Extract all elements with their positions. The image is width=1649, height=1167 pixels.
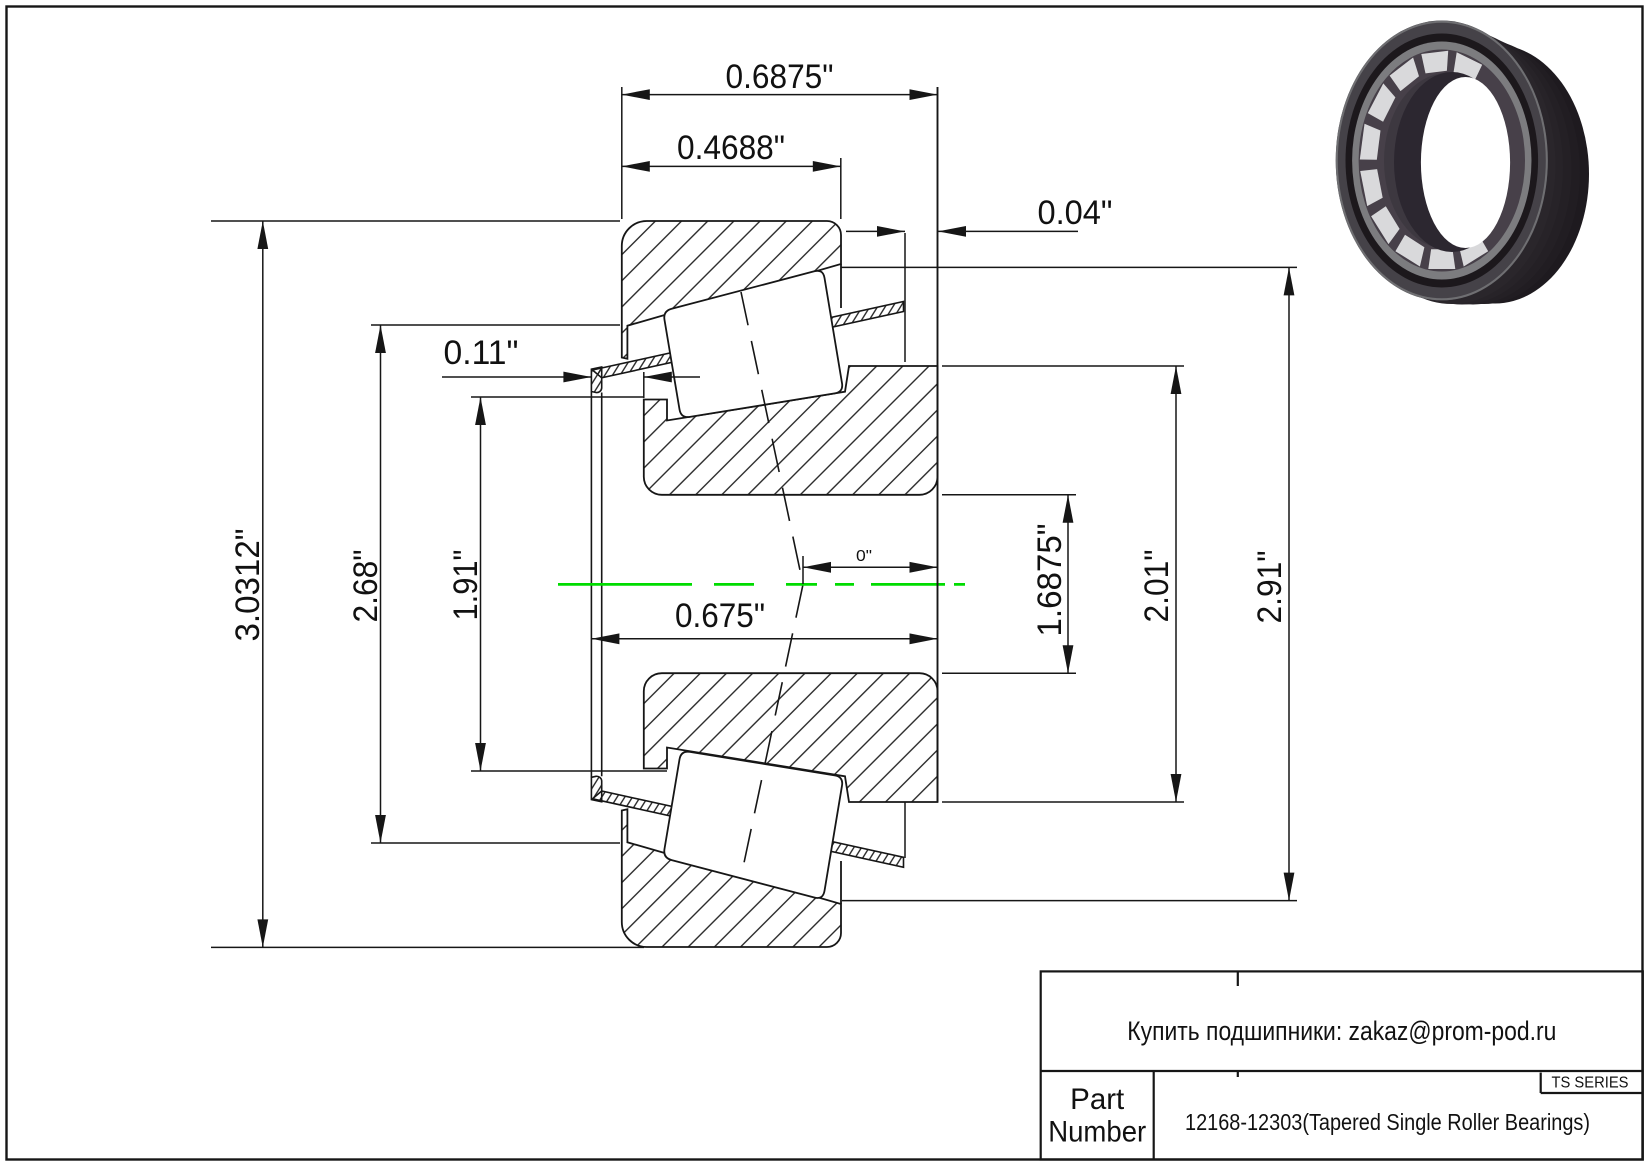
svg-text:12168-12303(Tapered Single Rol: 12168-12303(Tapered Single Roller Bearin… <box>1185 1109 1590 1135</box>
svg-text:0": 0" <box>856 548 872 565</box>
svg-text:TS SERIES: TS SERIES <box>1552 1074 1629 1091</box>
svg-text:2.01": 2.01" <box>1138 550 1176 623</box>
svg-text:0.11": 0.11" <box>444 334 519 372</box>
svg-text:3.0312": 3.0312" <box>229 529 267 642</box>
svg-text:0.675": 0.675" <box>675 597 765 635</box>
svg-text:Part: Part <box>1070 1083 1124 1116</box>
svg-text:0.4688": 0.4688" <box>677 129 785 167</box>
svg-text:0.04": 0.04" <box>1038 194 1113 232</box>
svg-text:2.91": 2.91" <box>1251 551 1289 624</box>
svg-text:Number: Number <box>1048 1115 1146 1148</box>
svg-text:1.6875": 1.6875" <box>1031 524 1069 637</box>
svg-text:Купить подшипники: zakaz@prom-: Купить подшипники: zakaz@prom-pod.ru <box>1127 1016 1556 1046</box>
svg-text:1.91": 1.91" <box>447 550 485 621</box>
svg-text:0.6875": 0.6875" <box>726 58 834 96</box>
svg-text:2.68": 2.68" <box>347 550 385 623</box>
